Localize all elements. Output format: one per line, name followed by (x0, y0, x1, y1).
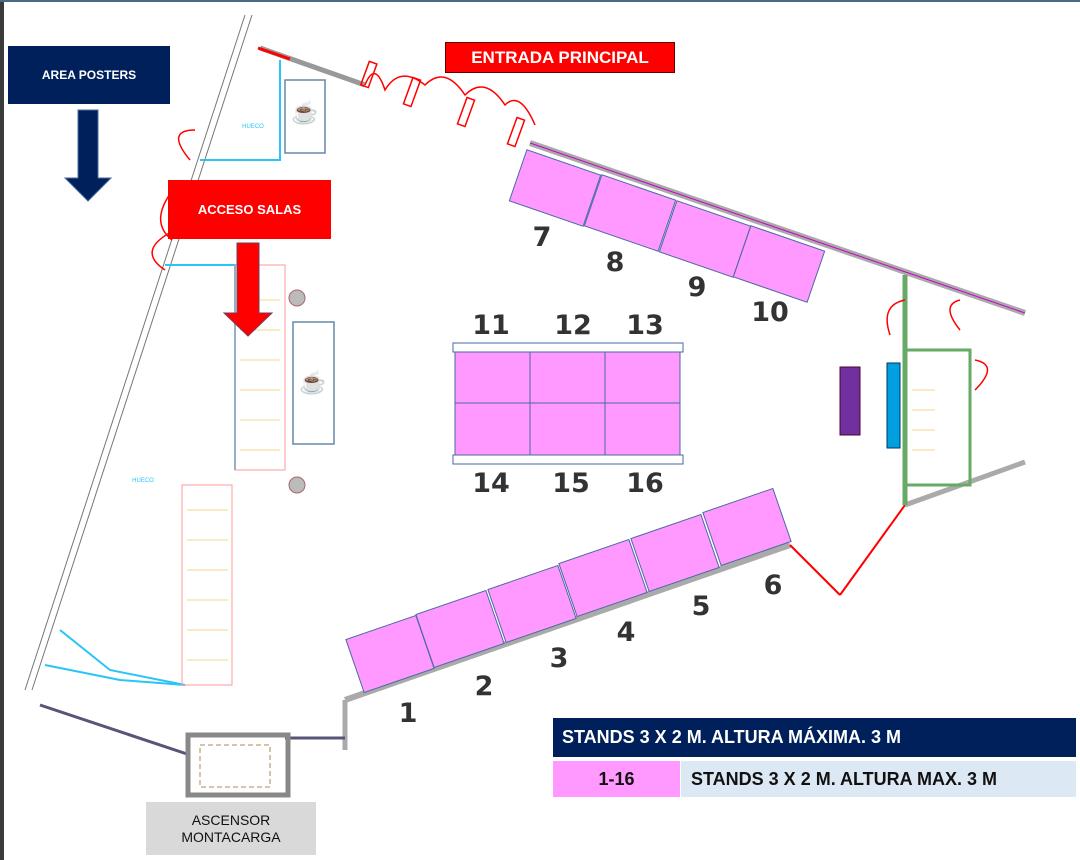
stand-number: 14 (472, 468, 510, 499)
stand-number: 2 (475, 671, 494, 702)
area-posters-label: AREA POSTERS (8, 46, 170, 104)
stand-number: 16 (626, 468, 664, 499)
stand-number: 10 (751, 297, 789, 328)
coffee-icon: ☕ (291, 99, 318, 125)
stand-14[interactable] (454, 402, 531, 456)
stand-number: 3 (550, 643, 569, 674)
stand-12[interactable] (529, 351, 606, 404)
coffee-icon: ☕ (299, 369, 326, 395)
montacarga-line: MONTACARGA (181, 828, 281, 845)
stand-5[interactable] (630, 513, 720, 593)
walls (24, 14, 1026, 798)
stand-number: 1 (399, 698, 418, 729)
stand-13[interactable] (604, 351, 681, 404)
stand-11[interactable] (454, 351, 531, 404)
stand-6[interactable] (702, 487, 792, 567)
arrow-down-icon (222, 242, 274, 337)
furniture-blue (886, 362, 901, 449)
stand-3[interactable] (487, 564, 577, 644)
stands-bottom-row (345, 487, 792, 694)
stands-center-island (452, 342, 684, 465)
hueco-label: HUECO (132, 478, 154, 484)
legend-title: STANDS 3 X 2 M. ALTURA MÁXIMA. 3 M (553, 718, 1076, 757)
stand-number: 13 (626, 310, 664, 341)
ascensor-line: ASCENSOR (191, 811, 271, 828)
stand-2[interactable] (415, 589, 505, 669)
legend-range-swatch: 1-16 (553, 761, 680, 797)
ascensor-montacarga-label: ASCENSOR MONTACARGA (146, 802, 316, 855)
stand-4[interactable] (558, 538, 648, 618)
stand-numbers: 1 2 3 4 5 6 7 8 9 10 11 12 13 14 15 16 (399, 222, 789, 729)
stand-10[interactable] (732, 225, 826, 303)
coffee-area-top: ☕ (284, 79, 326, 154)
column-icon (288, 476, 306, 494)
stand-number: 12 (554, 310, 592, 341)
stand-number: 6 (764, 570, 783, 601)
coffee-area-middle: ☕ (292, 321, 335, 445)
stands-top-row (508, 149, 826, 303)
window-border-top (0, 0, 1080, 2)
stand-7[interactable] (508, 149, 602, 227)
arrow-down-icon (63, 109, 113, 202)
stand-number: 15 (552, 468, 590, 499)
stand-16[interactable] (604, 402, 681, 456)
stand-number: 11 (472, 310, 510, 341)
stand-number: 5 (692, 591, 711, 622)
stand-8[interactable] (583, 174, 677, 252)
stand-15[interactable] (529, 402, 606, 456)
stand-number: 9 (688, 272, 707, 303)
furniture-purple (839, 366, 861, 436)
window-border (0, 0, 4, 860)
stand-number: 4 (617, 617, 636, 648)
stand-number: 7 (533, 222, 552, 253)
hueco-label: HUECO (242, 124, 264, 130)
acceso-salas-label: ACCESO SALAS (168, 180, 331, 239)
column-icon (288, 289, 306, 307)
entrada-principal-label: ENTRADA PRINCIPAL (445, 42, 675, 73)
stand-number: 8 (606, 247, 625, 278)
legend-description: STANDS 3 X 2 M. ALTURA MAX. 3 M (681, 761, 1076, 797)
